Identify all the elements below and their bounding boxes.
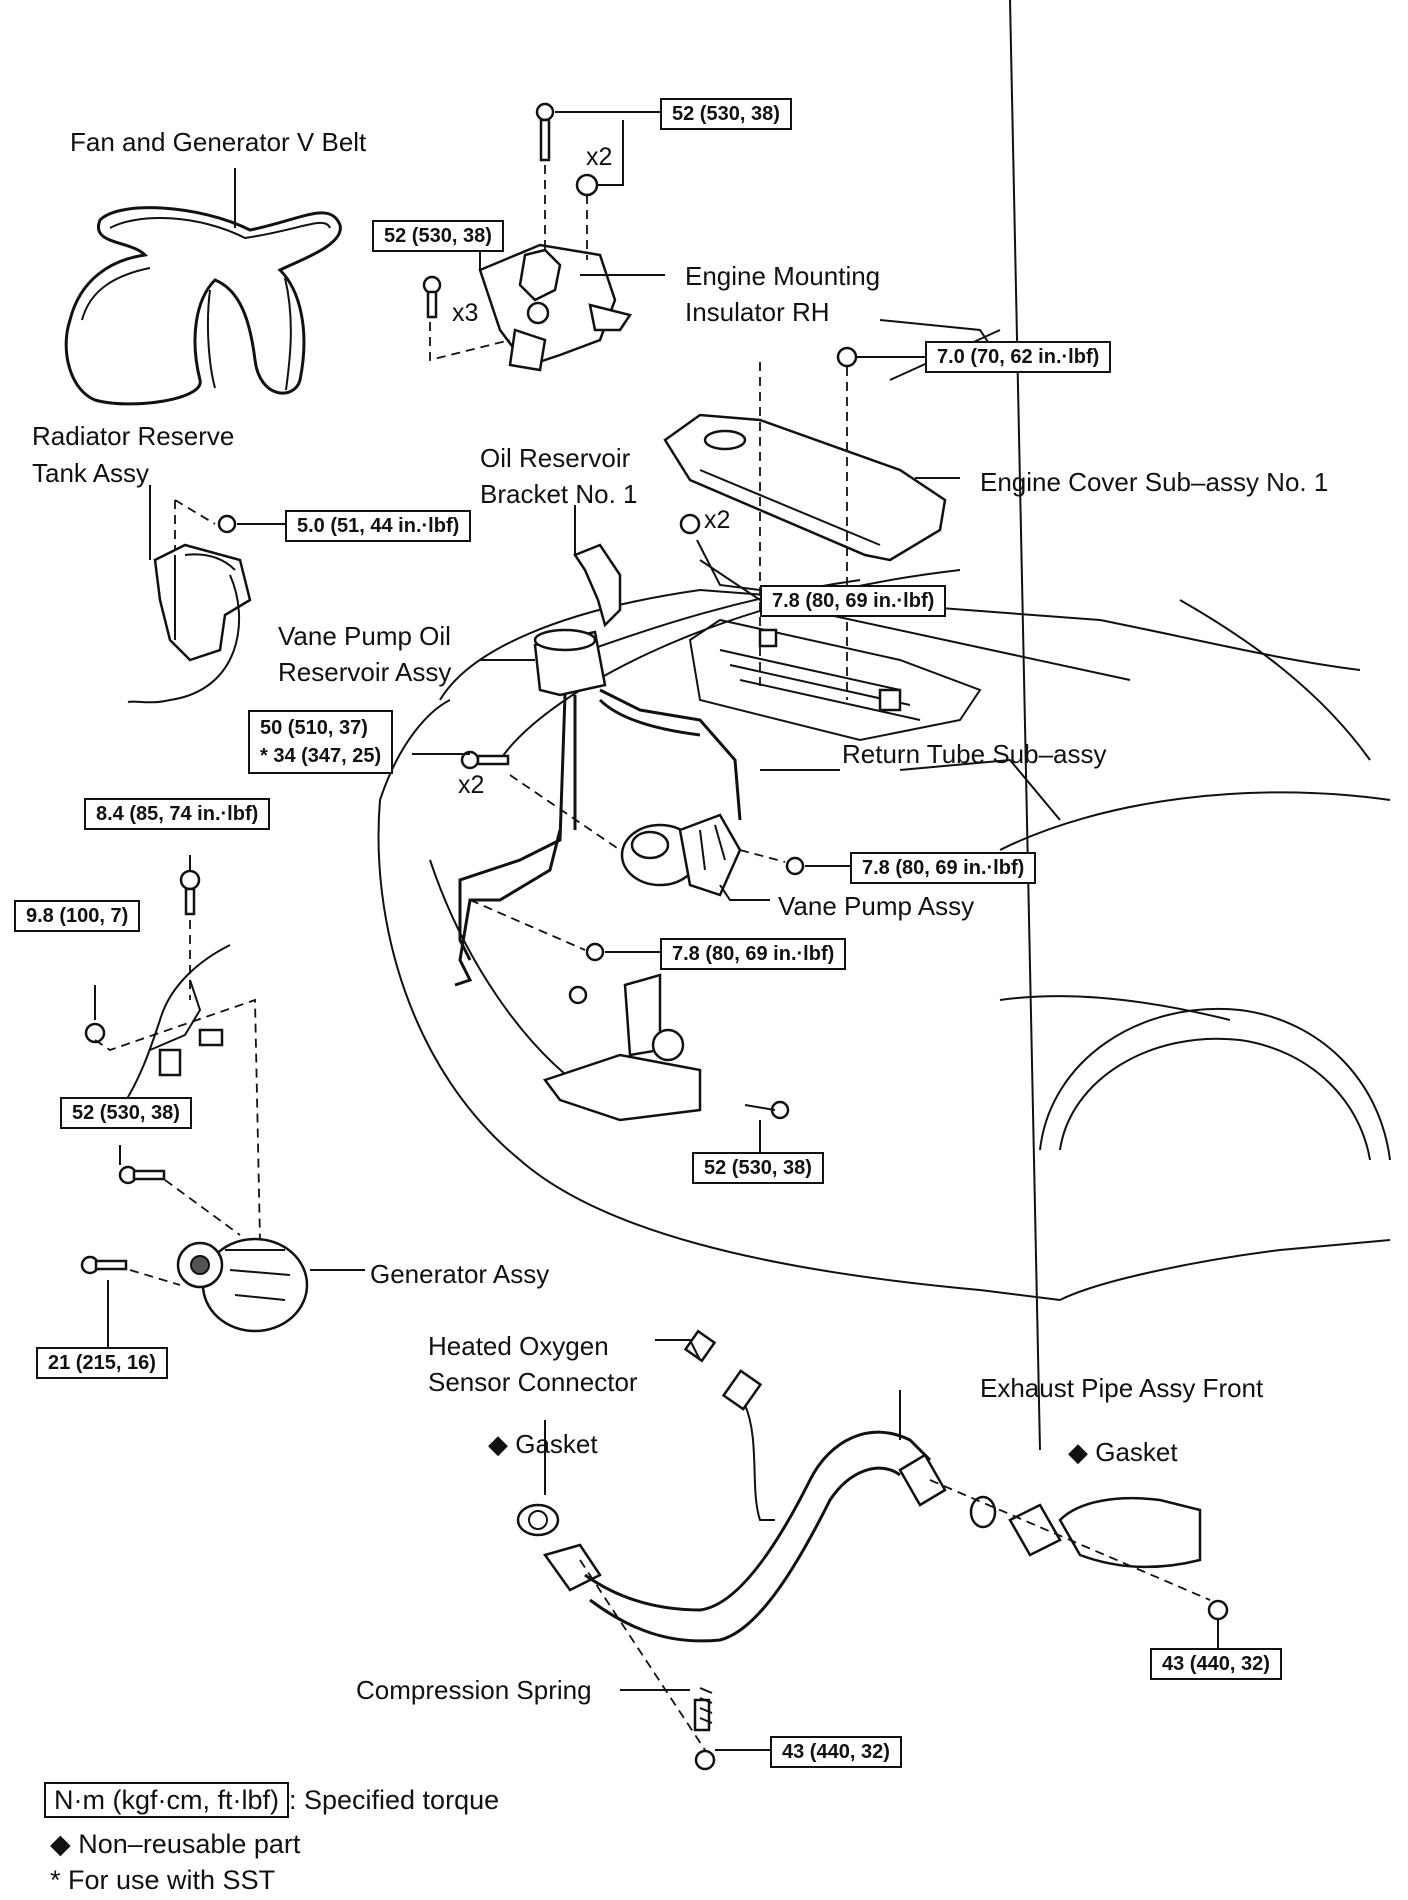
quantity-pump: x2 [458, 771, 485, 799]
oil-bracket-shape [573, 513, 701, 628]
engine-head-outline [688, 618, 982, 742]
label-engine-cover: Engine Cover Sub–assy No. 1 [980, 467, 1329, 497]
label-engine-mount-line2: Insulator RH [685, 297, 830, 327]
label-oil-bracket-line2: Bracket No. 1 [480, 479, 638, 509]
legend-torque-unit-box: N·m (kgf·cm, ft·lbf) [44, 1782, 289, 1818]
label-vane-reservoir-line1: Vane Pump Oil [278, 621, 451, 651]
label-engine-mount-line1: Engine Mounting [685, 261, 881, 291]
torque-pump-mount-standard: 50 (510, 37) [260, 717, 368, 739]
torque-exhaust-bottom: 43 (440, 32) [770, 1736, 902, 1768]
torque-gen-lower: 21 (215, 16) [36, 1347, 168, 1379]
radiator-tank-shape [127, 514, 252, 704]
torque-mount-left: 52 (530, 38) [372, 220, 504, 252]
quantity-mount-left: x3 [452, 299, 479, 327]
torque-cover-bolt: 7.8 (80, 69 in.·lbf) [760, 585, 947, 617]
label-o2-connector-line2: Sensor Connector [428, 1367, 638, 1397]
fan-belt-shape [64, 206, 342, 406]
torque-pump-mount: 50 (510, 37) * 34 (347, 25) [248, 710, 394, 774]
label-vane-reservoir-line2: Reservoir Assy [278, 657, 452, 687]
label-compression-spring: Compression Spring [356, 1675, 592, 1705]
legend-torque: N·m (kgf·cm, ft·lbf): Specified torque [44, 1782, 499, 1818]
torque-pump-bolt: 7.8 (80, 69 in.·lbf) [850, 852, 1037, 884]
generator-harness-shape [84, 869, 231, 1111]
torque-gen-bolt: 52 (530, 38) [60, 1097, 192, 1129]
label-fan-belt: Fan and Generator V Belt [70, 127, 367, 157]
lower-mount-shape [542, 973, 702, 1122]
label-gasket-left: ◆ Gasket [488, 1429, 598, 1459]
label-generator: Generator Assy [370, 1259, 550, 1289]
torque-gen-nut: 9.8 (100, 7) [14, 900, 141, 932]
o2-connector-shape [683, 1329, 775, 1521]
exhaust-pipe-shape [516, 1430, 1229, 1771]
torque-pump-mount-sst: * 34 (347, 25) [260, 745, 382, 767]
torque-exhaust-right: 43 (440, 32) [1150, 1648, 1282, 1680]
torque-cover-nut: 7.0 (70, 62 in.·lbf) [925, 341, 1112, 373]
legend-torque-text: : Specified torque [288, 1785, 500, 1815]
torque-gen-top: 8.4 (85, 74 in.·lbf) [84, 798, 271, 830]
label-return-tube: Return Tube Sub–assy [842, 739, 1107, 769]
quantity-bracket: x2 [704, 506, 731, 534]
legend-sst: * For use with SST [50, 1865, 276, 1895]
label-radiator-tank-line2: Tank Assy [32, 458, 150, 488]
label-o2-connector-line1: Heated Oxygen [428, 1331, 609, 1361]
torque-tank: 5.0 (51, 44 in.·lbf) [285, 510, 472, 542]
torque-mount-lower: 52 (530, 38) [692, 1152, 824, 1184]
generator-shape [80, 1165, 309, 1333]
legend-nonreusable: ◆ Non–reusable part [50, 1829, 301, 1859]
label-radiator-tank-line1: Radiator Reserve [32, 421, 235, 451]
label-exhaust-pipe: Exhaust Pipe Assy Front [980, 1373, 1264, 1403]
torque-tube-bolt: 7.8 (80, 69 in.·lbf) [660, 938, 847, 970]
vane-pump-shape [620, 813, 742, 897]
label-gasket-right: ◆ Gasket [1068, 1437, 1178, 1467]
label-vane-pump: Vane Pump Assy [778, 891, 975, 921]
engine-cover-shape [663, 346, 947, 562]
vane-reservoir-shape [454, 628, 742, 987]
quantity-mount-top: x2 [586, 143, 613, 171]
label-oil-bracket-line1: Oil Reservoir [480, 443, 631, 473]
torque-mount-top: 52 (530, 38) [660, 98, 792, 130]
